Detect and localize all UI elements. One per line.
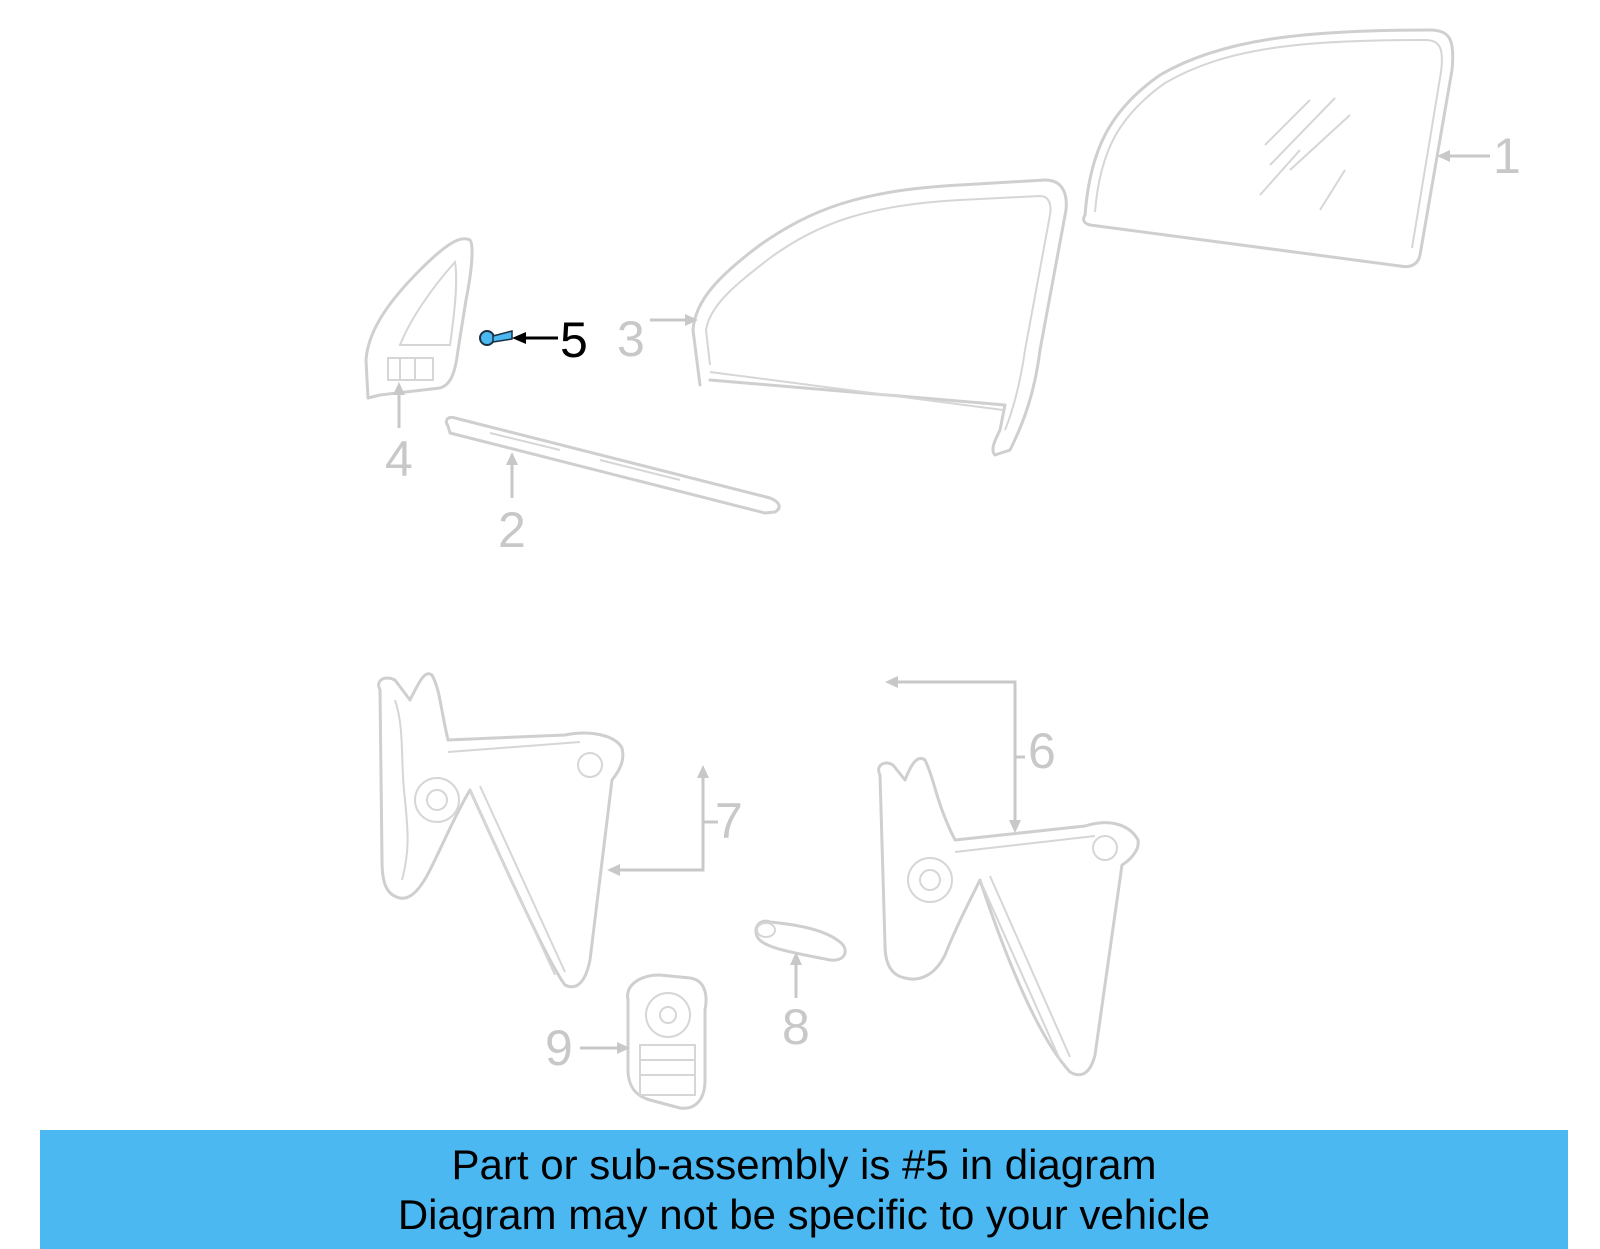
part-7-window-regulator: [377, 672, 625, 989]
leader-9: [580, 1042, 630, 1054]
part-5-screw-highlighted: [479, 330, 513, 346]
part-4-corner-bracket: [364, 237, 474, 400]
leader-1: [1437, 150, 1490, 162]
leader-6: [885, 676, 1025, 833]
callout-1: 1: [1493, 128, 1521, 184]
banner-line-disclaimer: Diagram may not be specific to your vehi…: [397, 1190, 1211, 1238]
part-3-glass-run-channel: [691, 178, 1068, 457]
part-1-door-glass: [1082, 28, 1455, 269]
info-banner: Part or sub-assembly is #5 in diagram Di…: [40, 1130, 1568, 1249]
part-8-bracket: [754, 919, 847, 962]
callout-4: 4: [385, 431, 413, 487]
leader-2: [506, 452, 518, 498]
leader-4: [393, 382, 405, 428]
leader-7: [607, 765, 718, 876]
callout-2: 2: [498, 502, 526, 558]
leader-5: [512, 332, 558, 344]
leader-3: [650, 314, 698, 326]
callout-5: 5: [560, 312, 588, 368]
banner-line-part-number: Part or sub-assembly is #5 in diagram: [451, 1140, 1157, 1188]
callout-7: 7: [715, 793, 743, 849]
callout-3: 3: [617, 311, 645, 367]
callout-9: 9: [545, 1020, 573, 1076]
leader-8: [790, 952, 802, 998]
part-6-window-regulator: [877, 756, 1140, 1077]
callout-6: 6: [1028, 723, 1056, 779]
part-2-belt-molding: [444, 416, 781, 515]
part-9-window-motor: [626, 973, 708, 1110]
callout-8: 8: [782, 999, 810, 1055]
